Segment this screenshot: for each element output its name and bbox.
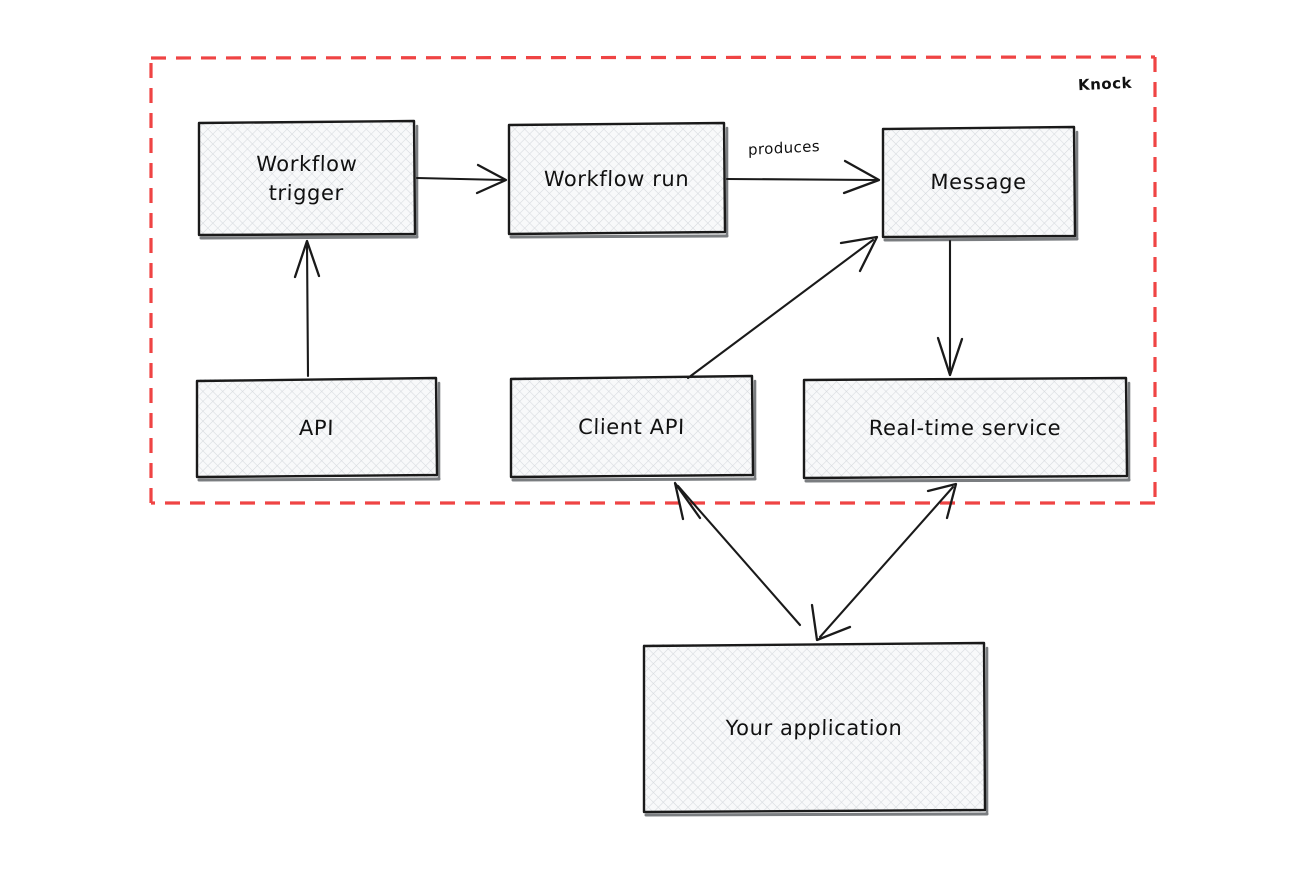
edge-label-produces: produces — [747, 137, 821, 159]
edge-api-to-trigger — [293, 239, 321, 378]
edge-message-to-realtime — [936, 239, 964, 377]
group-label-knock: Knock — [1077, 73, 1133, 95]
node-client-api[interactable] — [509, 374, 757, 482]
edge-trigger-to-run — [415, 163, 508, 195]
node-your-application[interactable] — [642, 641, 989, 817]
edge-client-api-to-message — [686, 235, 879, 380]
group-boundary-knock — [149, 55, 1157, 505]
node-workflow-run[interactable] — [507, 121, 729, 239]
edge-run-to-message — [725, 159, 881, 195]
node-api[interactable] — [195, 376, 441, 482]
node-workflow-trigger[interactable] — [197, 119, 419, 240]
edge-realtime-to-app — [810, 482, 958, 642]
node-message[interactable] — [881, 125, 1079, 242]
edge-app-to-client-api — [673, 481, 802, 627]
node-real-time-service[interactable] — [802, 376, 1131, 483]
